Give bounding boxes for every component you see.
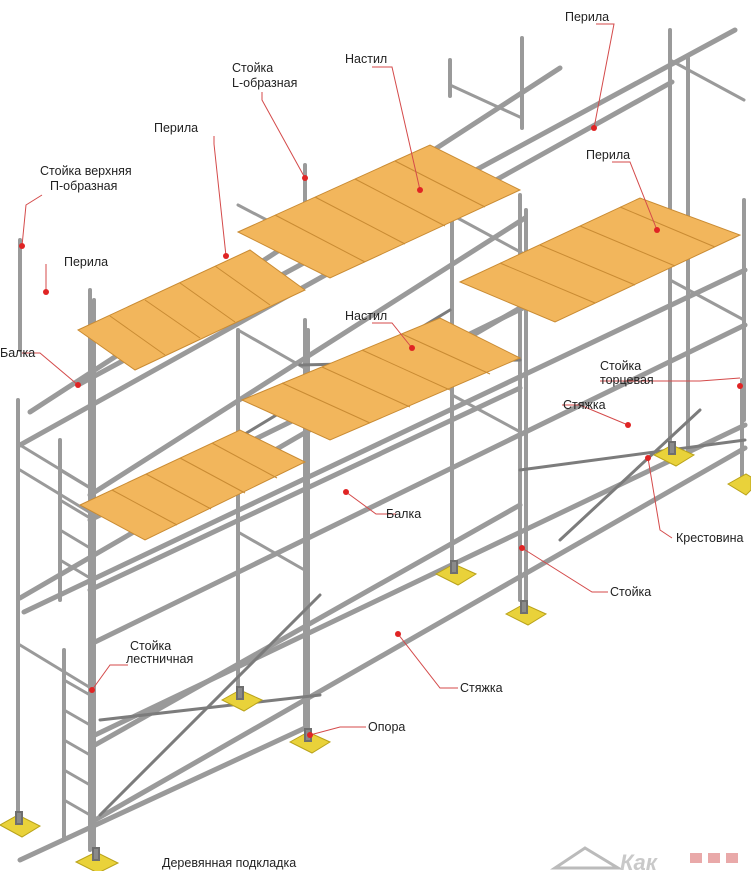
marker-dot <box>19 243 25 249</box>
marker-dot <box>75 382 81 388</box>
marker-dot <box>591 125 597 131</box>
house-icons <box>690 853 738 863</box>
labels: Перила Стойка L-образная Настил Перила С… <box>0 10 743 870</box>
marker-dot <box>343 489 349 495</box>
label-perila-top: Перила <box>565 10 609 24</box>
decking-planks <box>109 160 716 526</box>
deck-mid-left <box>78 429 307 541</box>
marker-dot <box>737 383 743 389</box>
base-pads <box>0 444 751 871</box>
deck-mid-mid <box>240 317 522 441</box>
label-balka-left: Балка <box>0 346 35 360</box>
label-stoyka-l-line1: Стойка <box>232 61 273 75</box>
label-perila-left: Перила <box>154 121 198 135</box>
label-perila-small: Перила <box>64 255 108 269</box>
marker-dot <box>395 631 401 637</box>
marker-dot <box>89 687 95 693</box>
marker-dot <box>43 289 49 295</box>
marker-dot <box>654 227 660 233</box>
deck-top-right <box>458 197 742 323</box>
pipes-crossbars <box>18 58 746 817</box>
label-krestovina: Крестовина <box>676 531 743 545</box>
marker-dot <box>625 422 631 428</box>
label-balka-mid: Балка <box>386 507 421 521</box>
label-stoyka-tor-line1: Стойка <box>600 359 641 373</box>
deck-top-left <box>77 249 306 371</box>
watermark-text: Как <box>620 850 659 871</box>
marker-dot <box>307 732 313 738</box>
label-stoyka: Стойка <box>610 585 651 599</box>
marker-dot <box>417 187 423 193</box>
label-stoyka-l-line2: L-образная <box>232 76 297 90</box>
marker-dot <box>223 253 229 259</box>
label-nastil-top: Настил <box>345 52 387 66</box>
label-nastil-mid: Настил <box>345 309 387 323</box>
label-styazhka-bottom: Стяжка <box>460 681 503 695</box>
label-podkladka: Деревянная подкладка <box>162 856 296 870</box>
label-stoyka-lest-line2: лестничная <box>126 652 193 666</box>
label-stoyka-tor-line2: торцевая <box>600 373 654 387</box>
label-perila-right: Перила <box>586 148 630 162</box>
marker-dot <box>519 545 525 551</box>
marker-dots <box>19 125 743 738</box>
marker-dot <box>645 455 651 461</box>
label-styazhka-right: Стяжка <box>563 398 606 412</box>
label-opora: Опора <box>368 720 405 734</box>
deck-top-mid <box>236 144 522 279</box>
decking <box>77 144 742 541</box>
label-stoyka-p-line1: Стойка верхняя <box>40 164 132 178</box>
marker-dot <box>302 175 308 181</box>
pipes-runners <box>17 27 748 863</box>
label-stoyka-lest-line1: Стойка <box>130 639 171 653</box>
marker-dot <box>409 345 415 351</box>
leader-lines <box>21 23 741 736</box>
watermark: Как <box>550 846 738 871</box>
label-stoyka-p-line2: П-образная <box>50 179 117 193</box>
